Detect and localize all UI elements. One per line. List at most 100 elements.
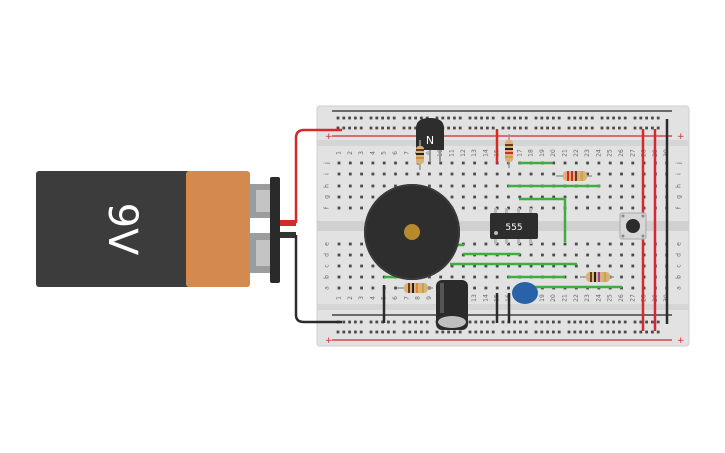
breadboard-hole[interactable] — [484, 206, 488, 210]
breadboard-hole[interactable] — [612, 330, 615, 334]
breadboard-hole[interactable] — [563, 161, 567, 165]
breadboard-hole[interactable] — [337, 195, 341, 199]
breadboard-hole[interactable] — [348, 116, 351, 120]
breadboard-hole[interactable] — [420, 116, 423, 120]
ceramic-capacitor[interactable] — [512, 282, 538, 304]
breadboard-hole[interactable] — [402, 116, 406, 120]
breadboard-hole[interactable] — [447, 330, 450, 334]
breadboard-hole[interactable] — [513, 116, 516, 120]
breadboard-hole[interactable] — [608, 195, 612, 199]
breadboard-holes[interactable] — [336, 116, 669, 334]
electrolytic-capacitor[interactable] — [436, 280, 468, 330]
breadboard-hole[interactable] — [441, 330, 445, 334]
breadboard-hole[interactable] — [495, 275, 499, 279]
resistor[interactable] — [505, 134, 513, 168]
breadboard-hole[interactable] — [474, 126, 478, 130]
breadboard-hole[interactable] — [600, 330, 604, 334]
breadboard-hole[interactable] — [519, 330, 522, 334]
breadboard-hole[interactable] — [513, 330, 516, 334]
breadboard-hole[interactable] — [348, 330, 351, 334]
breadboard-hole[interactable] — [473, 172, 476, 176]
breadboard-hole[interactable] — [552, 126, 555, 130]
breadboard-hole[interactable] — [359, 320, 363, 324]
breadboard-hole[interactable] — [620, 184, 623, 188]
breadboard-hole[interactable] — [507, 172, 510, 176]
breadboard-hole[interactable] — [541, 172, 544, 176]
breadboard-hole[interactable] — [491, 320, 495, 324]
breadboard-hole[interactable] — [623, 116, 627, 120]
breadboard-hole[interactable] — [620, 195, 623, 199]
breadboard-hole[interactable] — [473, 264, 476, 268]
breadboard-hole[interactable] — [371, 195, 375, 199]
breadboard-hole[interactable] — [394, 286, 397, 290]
breadboard-hole[interactable] — [461, 275, 465, 279]
breadboard-hole[interactable] — [360, 184, 363, 188]
breadboard-hole[interactable] — [360, 242, 363, 246]
breadboard-hole[interactable] — [474, 330, 478, 334]
breadboard-hole[interactable] — [484, 161, 488, 165]
resistor[interactable] — [580, 272, 614, 282]
breadboard-hole[interactable] — [405, 161, 409, 165]
breadboard-hole[interactable] — [590, 330, 594, 334]
breadboard-hole[interactable] — [473, 286, 476, 290]
breadboard-hole[interactable] — [354, 320, 357, 324]
breadboard-hole[interactable] — [552, 195, 556, 199]
breadboard-hole[interactable] — [360, 195, 363, 199]
breadboard-hole[interactable] — [623, 320, 627, 324]
breadboard-hole[interactable] — [507, 206, 510, 210]
breadboard-hole[interactable] — [453, 126, 456, 130]
breadboard-hole[interactable] — [567, 126, 571, 130]
breadboard-hole[interactable] — [590, 116, 594, 120]
breadboard-hole[interactable] — [519, 320, 522, 324]
breadboard-hole[interactable] — [541, 206, 544, 210]
breadboard-hole[interactable] — [513, 320, 516, 324]
breadboard-hole[interactable] — [552, 161, 556, 165]
breadboard-hole[interactable] — [416, 172, 420, 176]
breadboard-hole[interactable] — [348, 320, 351, 324]
breadboard-hole[interactable] — [369, 320, 373, 324]
breadboard-hole[interactable] — [473, 206, 476, 210]
breadboard-hole[interactable] — [360, 286, 363, 290]
breadboard-hole[interactable] — [631, 264, 635, 268]
breadboard-hole[interactable] — [371, 161, 375, 165]
breadboard-hole[interactable] — [540, 126, 544, 130]
breadboard-hole[interactable] — [590, 126, 594, 130]
breadboard-hole[interactable] — [342, 126, 346, 130]
breadboard-hole[interactable] — [486, 116, 489, 120]
breadboard-hole[interactable] — [586, 195, 589, 199]
breadboard-hole[interactable] — [518, 264, 522, 268]
breadboard-hole[interactable] — [354, 116, 357, 120]
breadboard-hole[interactable] — [439, 275, 443, 279]
breadboard-hole[interactable] — [600, 116, 604, 120]
breadboard-hole[interactable] — [360, 253, 363, 257]
breadboard-hole[interactable] — [529, 195, 533, 199]
breadboard-hole[interactable] — [387, 320, 390, 324]
breadboard-hole[interactable] — [480, 330, 483, 334]
breadboard-hole[interactable] — [474, 116, 478, 120]
breadboard-hole[interactable] — [590, 320, 594, 324]
breadboard-hole[interactable] — [336, 330, 340, 334]
breadboard-hole[interactable] — [348, 126, 351, 130]
breadboard-hole[interactable] — [447, 126, 450, 130]
breadboard-hole[interactable] — [552, 253, 556, 257]
breadboard-hole[interactable] — [546, 330, 549, 334]
breadboard-hole[interactable] — [495, 184, 499, 188]
breadboard-hole[interactable] — [371, 286, 375, 290]
breadboard-hole[interactable] — [337, 253, 341, 257]
breadboard-hole[interactable] — [546, 320, 549, 324]
breadboard-hole[interactable] — [394, 184, 397, 188]
breadboard-hole[interactable] — [529, 264, 533, 268]
breadboard-hole[interactable] — [484, 195, 488, 199]
breadboard-hole[interactable] — [608, 206, 612, 210]
breadboard-hole[interactable] — [336, 126, 340, 130]
breadboard-hole[interactable] — [606, 116, 610, 120]
breadboard-hole[interactable] — [480, 320, 483, 324]
breadboard-hole[interactable] — [360, 264, 363, 268]
breadboard-hole[interactable] — [600, 126, 604, 130]
breadboard-hole[interactable] — [486, 320, 489, 324]
breadboard-hole[interactable] — [573, 116, 577, 120]
breadboard-hole[interactable] — [645, 116, 648, 120]
breadboard-hole[interactable] — [534, 320, 538, 324]
breadboard-hole[interactable] — [439, 184, 443, 188]
breadboard-hole[interactable] — [359, 126, 363, 130]
